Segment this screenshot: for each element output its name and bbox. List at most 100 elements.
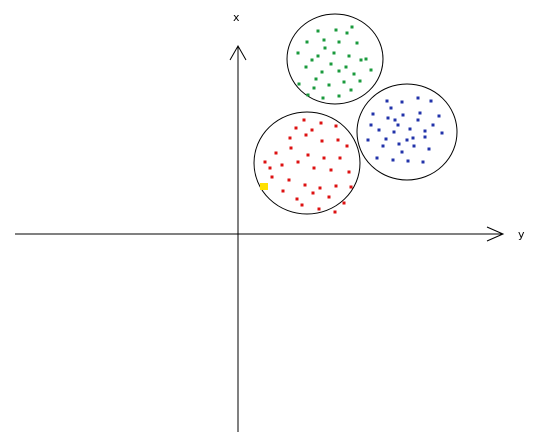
horizontal-axis-label: y xyxy=(518,228,525,241)
blue-point xyxy=(381,144,385,148)
red-point xyxy=(349,185,353,189)
green-point xyxy=(344,65,348,69)
green-point xyxy=(312,86,316,90)
red-point xyxy=(300,203,304,207)
blue-point xyxy=(393,118,397,122)
red-point xyxy=(322,156,326,160)
green-point xyxy=(337,94,341,98)
green-point xyxy=(345,31,349,35)
blue-point xyxy=(405,138,409,142)
red-point xyxy=(317,207,321,211)
vertical-axis-label: x xyxy=(233,11,240,24)
green-point xyxy=(349,88,353,92)
cluster-points xyxy=(263,25,444,214)
blue-point xyxy=(400,100,404,104)
green-point xyxy=(358,79,362,83)
blue-cluster-circle xyxy=(356,83,458,181)
green-point xyxy=(350,25,354,29)
blue-point xyxy=(366,138,370,142)
blue-point xyxy=(385,99,389,103)
red-point xyxy=(263,160,267,164)
blue-point xyxy=(392,130,396,134)
red-point xyxy=(281,189,285,193)
blue-point xyxy=(389,106,393,110)
green-point xyxy=(314,77,318,81)
blue-point xyxy=(400,150,404,154)
blue-point xyxy=(412,144,416,148)
green-point xyxy=(334,28,338,32)
red-point xyxy=(342,201,346,205)
red-point xyxy=(345,144,349,148)
blue-point xyxy=(429,99,433,103)
blue-point xyxy=(391,158,395,162)
red-point xyxy=(302,118,306,122)
green-point xyxy=(347,54,351,58)
blue-point xyxy=(371,112,375,116)
green-point xyxy=(332,51,336,55)
vertical-axis-arrowhead xyxy=(229,44,247,61)
blue-point xyxy=(396,123,400,127)
red-point xyxy=(311,191,315,195)
green-point xyxy=(359,58,363,62)
red-cluster-circle xyxy=(253,111,361,215)
red-point xyxy=(306,153,310,157)
red-point xyxy=(338,156,342,160)
blue-point xyxy=(423,135,427,139)
green-point xyxy=(297,82,301,86)
blue-point xyxy=(384,137,388,141)
blue-point xyxy=(406,159,410,163)
red-point xyxy=(329,168,333,172)
green-point xyxy=(355,41,359,45)
blue-point xyxy=(440,131,444,135)
green-point xyxy=(320,70,324,74)
blue-point xyxy=(408,127,412,131)
red-point xyxy=(319,121,323,125)
blue-point xyxy=(437,114,441,118)
red-point xyxy=(287,178,291,182)
blue-point xyxy=(418,111,422,115)
green-point xyxy=(323,46,327,50)
highlight-point xyxy=(260,183,268,190)
red-point xyxy=(268,166,272,170)
green-point xyxy=(316,54,320,58)
green-point xyxy=(304,65,308,69)
blue-point xyxy=(386,116,390,120)
red-point xyxy=(312,166,316,170)
blue-point xyxy=(431,123,435,127)
blue-point xyxy=(369,123,373,127)
red-point xyxy=(303,183,307,187)
red-point xyxy=(274,151,278,155)
green-point xyxy=(316,29,320,33)
green-point xyxy=(327,83,331,87)
green-point xyxy=(329,62,333,66)
red-point xyxy=(289,146,293,150)
green-point xyxy=(306,93,310,97)
red-point xyxy=(320,139,324,143)
red-point xyxy=(295,197,299,201)
green-point xyxy=(342,80,346,84)
red-point xyxy=(280,163,284,167)
blue-point xyxy=(411,136,415,140)
blue-point xyxy=(416,96,420,100)
green-point xyxy=(305,40,309,44)
blue-point xyxy=(401,113,405,117)
red-point xyxy=(327,195,331,199)
horizontal-axis-arrowhead xyxy=(486,226,505,242)
blue-point xyxy=(423,129,427,133)
blue-point xyxy=(421,160,425,164)
blue-point xyxy=(377,128,381,132)
blue-point xyxy=(427,147,431,151)
green-point xyxy=(369,68,373,72)
green-point xyxy=(322,38,326,42)
green-point xyxy=(321,96,325,100)
green-point xyxy=(296,51,300,55)
green-point xyxy=(337,40,341,44)
red-point xyxy=(294,126,298,130)
green-point xyxy=(352,72,356,76)
green-point xyxy=(310,58,314,62)
red-point xyxy=(334,124,338,128)
red-point xyxy=(310,128,314,132)
green-point xyxy=(337,69,341,73)
